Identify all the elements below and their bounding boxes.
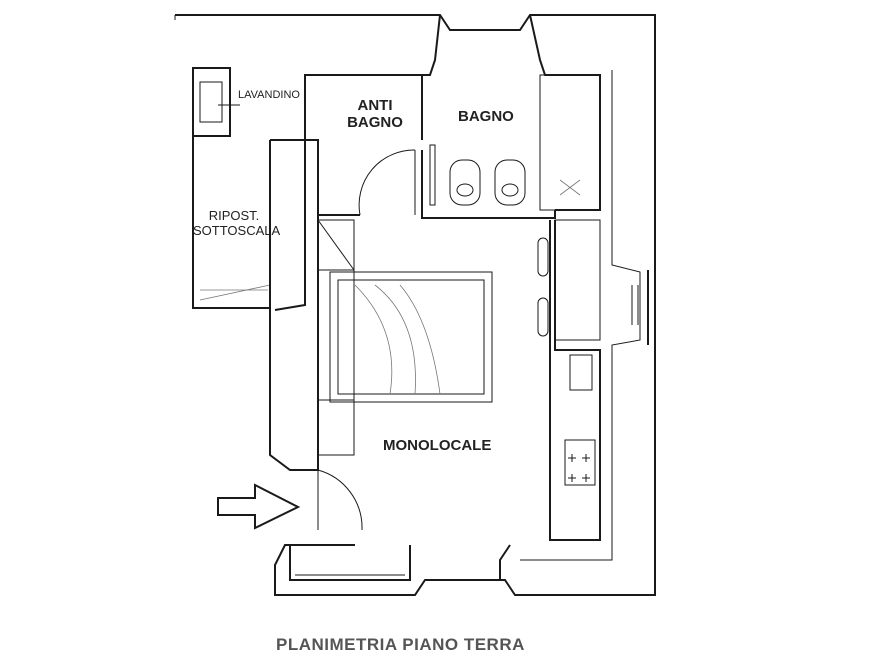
plan-title: PLANIMETRIA PIANO TERRA — [276, 635, 525, 654]
ripostiglio-walls — [192, 136, 271, 309]
ripostiglio-label: RIPOST. SOTTOSCALA — [193, 208, 281, 239]
bagno-label: BAGNO — [458, 108, 514, 125]
entrance-door — [317, 469, 363, 531]
lavandino-label: LAVANDINO — [238, 89, 300, 101]
anti-bagno-label: ANTI BAGNO — [340, 97, 410, 132]
outer-walls — [174, 14, 656, 596]
ripostiglio-line-2: SOTTOSCALA — [193, 222, 281, 238]
double-bed — [329, 271, 493, 403]
lavandino-fixture — [192, 67, 240, 137]
ripostiglio-line-1: RIPOST. — [208, 208, 260, 223]
bidet-fixture — [494, 159, 526, 206]
monolocale-label: MONOLOCALE — [383, 437, 492, 454]
entrance-arrow-icon — [217, 483, 301, 530]
wc-fixture — [449, 159, 481, 206]
anti-bagno-line-1: ANTI — [357, 97, 393, 114]
bottom-window — [289, 544, 511, 581]
anti-bagno-line-2: BAGNO — [347, 114, 403, 132]
kitchen-counter — [537, 219, 639, 541]
stair-wall — [269, 139, 355, 471]
bagno-partitions — [318, 74, 601, 219]
